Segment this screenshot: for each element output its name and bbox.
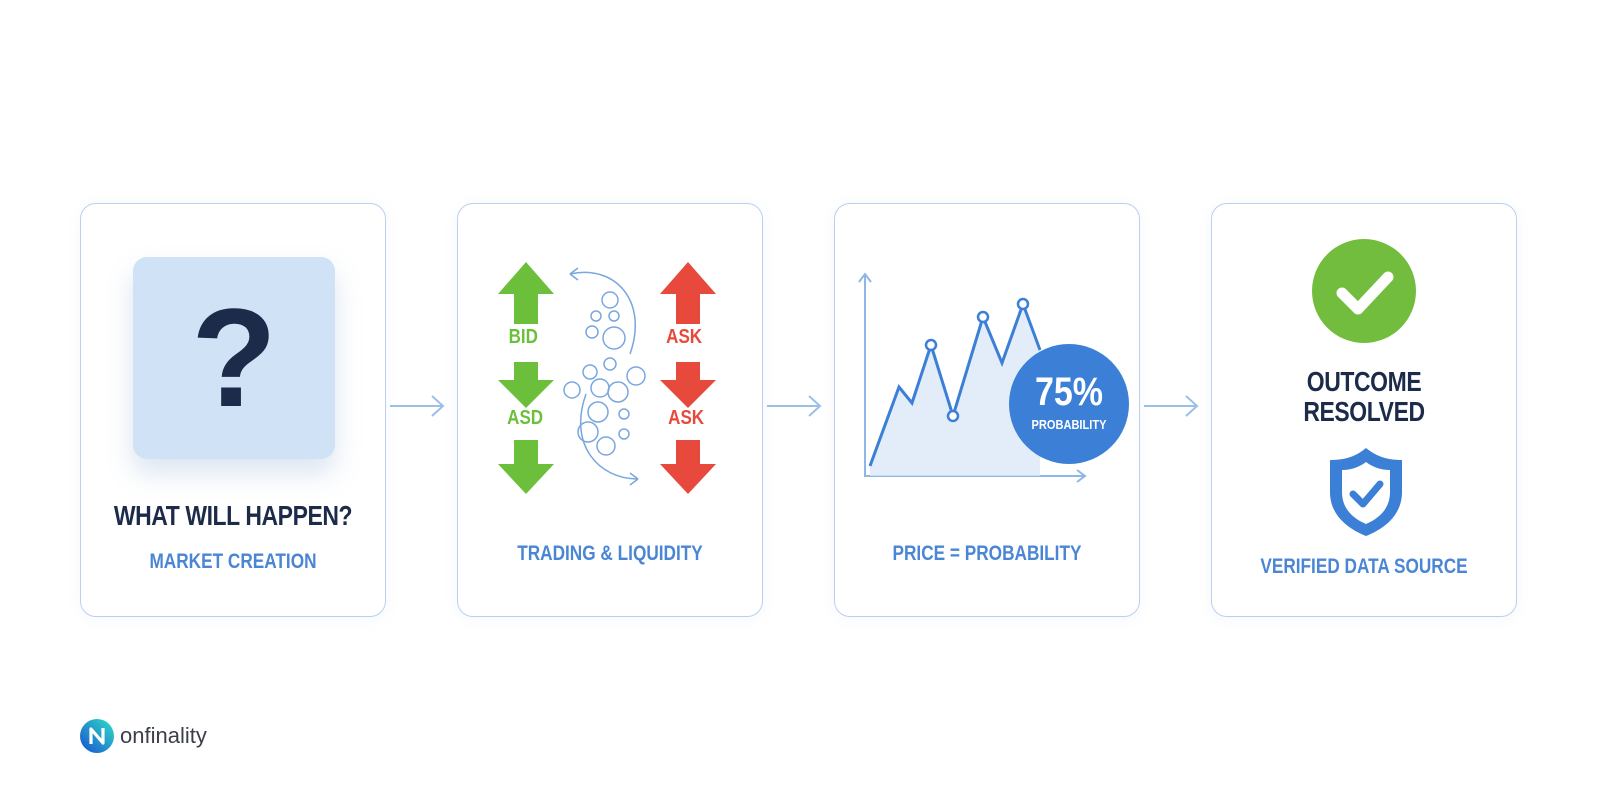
ask-label-1: ASK [666,326,703,348]
step-subtitle: MARKET CREATION [149,550,317,573]
flow-arrow-icon [390,395,445,417]
ask-label-2: ASK [668,407,705,429]
bid-arrows-icon [498,262,554,494]
price-chart [858,272,1087,483]
question-mark-icon: ? [191,279,277,436]
step-subtitle: PRICE = PROBABILITY [892,542,1082,565]
check-circle-icon [1312,239,1416,343]
outcome-title-line2: RESOLVED [1303,396,1425,427]
flow-arrow-icon [1144,395,1199,417]
probability-label: PROBABILITY [1031,417,1107,432]
step-subtitle: VERIFIED DATA SOURCE [1260,555,1468,578]
question-box: ? [133,257,335,459]
outcome-title-line1: OUTCOME [1306,366,1422,397]
bid-label: BID [508,326,538,348]
probability-badge: 75% PROBABILITY [1009,344,1129,464]
onfinality-logo-icon [80,719,114,753]
flow-arrow-icon [767,395,822,417]
ask-arrows-icon [660,262,716,494]
asd-label: ASD [507,407,544,429]
step-card-trading-liquidity: BID ASD ASK ASK TRADING & LIQUIDITY [457,203,763,617]
step-card-market-creation: ? WHAT WILL HAPPEN? MARKET CREATION [80,203,386,617]
probability-value: 75% [1034,370,1104,414]
step-title: WHAT WILL HAPPEN? [113,500,353,531]
step-subtitle: TRADING & LIQUIDITY [517,542,703,565]
step-card-price-probability: 75% PROBABILITY PRICE = PROBABILITY [834,203,1140,617]
shield-check-icon [1330,448,1402,536]
brand-name: onfinality [120,723,207,748]
step-card-outcome-resolved: OUTCOME RESOLVED VERIFIED DATA SOURCE [1211,203,1517,617]
liquidity-bubbles-icon [563,267,646,486]
brand-logo: onfinality [80,719,207,753]
